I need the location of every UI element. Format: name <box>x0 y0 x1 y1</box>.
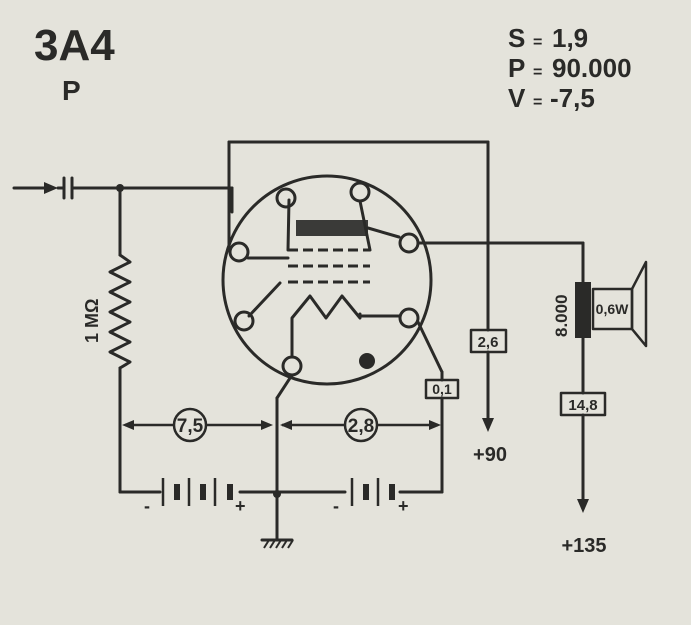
grid-resistor-label: 1 MΩ <box>82 299 102 343</box>
tube-pin <box>281 355 303 377</box>
resistor-zigzag <box>108 253 132 370</box>
cathode-resistor-label: 0,1 <box>432 381 452 397</box>
bias-battery-plus: + <box>235 496 246 516</box>
ground-branch <box>260 373 294 549</box>
dim-arrow-icon <box>122 420 134 430</box>
param-s-sep: = <box>533 34 542 51</box>
screen-current-label: 2,6 <box>478 334 499 351</box>
grid-bias-circle <box>172 407 208 443</box>
tube-parameters: S = 1,9 P = 90.000 V = -7,5 <box>508 23 632 113</box>
filament-voltage-circle <box>343 407 379 443</box>
filament-battery-plus: + <box>398 496 409 516</box>
tube-pin <box>398 232 420 254</box>
param-v-value: -7,5 <box>550 83 595 113</box>
tube-pin <box>228 241 250 263</box>
output-transformer-label: 8.000 <box>552 294 571 337</box>
tube-plate <box>296 220 368 236</box>
cathode-branch: 0,1 <box>416 320 460 494</box>
plate-current-label: 14,8 <box>568 397 597 414</box>
tube-outline <box>221 174 433 386</box>
tube-pin <box>349 181 371 203</box>
dim-arrow-icon <box>429 420 441 430</box>
input-coupling <box>12 176 234 214</box>
param-p-value: 90.000 <box>552 53 632 83</box>
speaker-icon: 0,6W <box>591 260 648 348</box>
param-p-symbol: P <box>508 53 525 83</box>
param-v-symbol: V <box>508 83 526 113</box>
input-arrow-icon <box>44 182 58 194</box>
speaker-cone <box>630 260 648 348</box>
filament-battery-minus: - <box>333 496 339 516</box>
dim-arrow-icon <box>280 420 292 430</box>
tube-pin <box>233 310 255 332</box>
battery-bus: - + - + <box>118 478 444 516</box>
tube-pin <box>398 307 420 329</box>
plate-arrow-icon <box>577 499 589 513</box>
bias-battery: - + <box>144 478 246 516</box>
plate-voltage-label: +135 <box>561 535 606 557</box>
bias-battery-minus: - <box>144 496 150 516</box>
screen-voltage-label: +90 <box>473 444 507 466</box>
plate-supply: 14,8 +135 8.000 <box>416 241 607 557</box>
tube-filament <box>290 294 362 359</box>
speaker-power-label: 0,6W <box>596 301 629 317</box>
tube-pin <box>275 187 297 209</box>
tube-key-dot <box>359 353 375 369</box>
tube-subtitle-label: P <box>62 75 81 106</box>
tube-type-label: 3A4 <box>34 21 115 70</box>
tube-envelope <box>221 174 433 386</box>
param-s-value: 1,9 <box>552 23 588 53</box>
filament-battery: - + <box>333 478 409 516</box>
voltage-dimensions: 7,5 2,8 <box>122 407 441 443</box>
filament-voltage-label: 2,8 <box>348 416 374 437</box>
param-v-sep: = <box>533 94 542 111</box>
param-p-sep: = <box>533 64 542 81</box>
grid-resistor: 1 MΩ <box>82 186 132 494</box>
grid-bias-label: 7,5 <box>177 416 204 437</box>
screen-arrow-icon <box>482 418 494 432</box>
output-transformer <box>575 282 591 338</box>
dim-arrow-icon <box>261 420 273 430</box>
param-s-symbol: S <box>508 23 525 53</box>
screen-supply: 2,6 +90 <box>227 140 508 466</box>
